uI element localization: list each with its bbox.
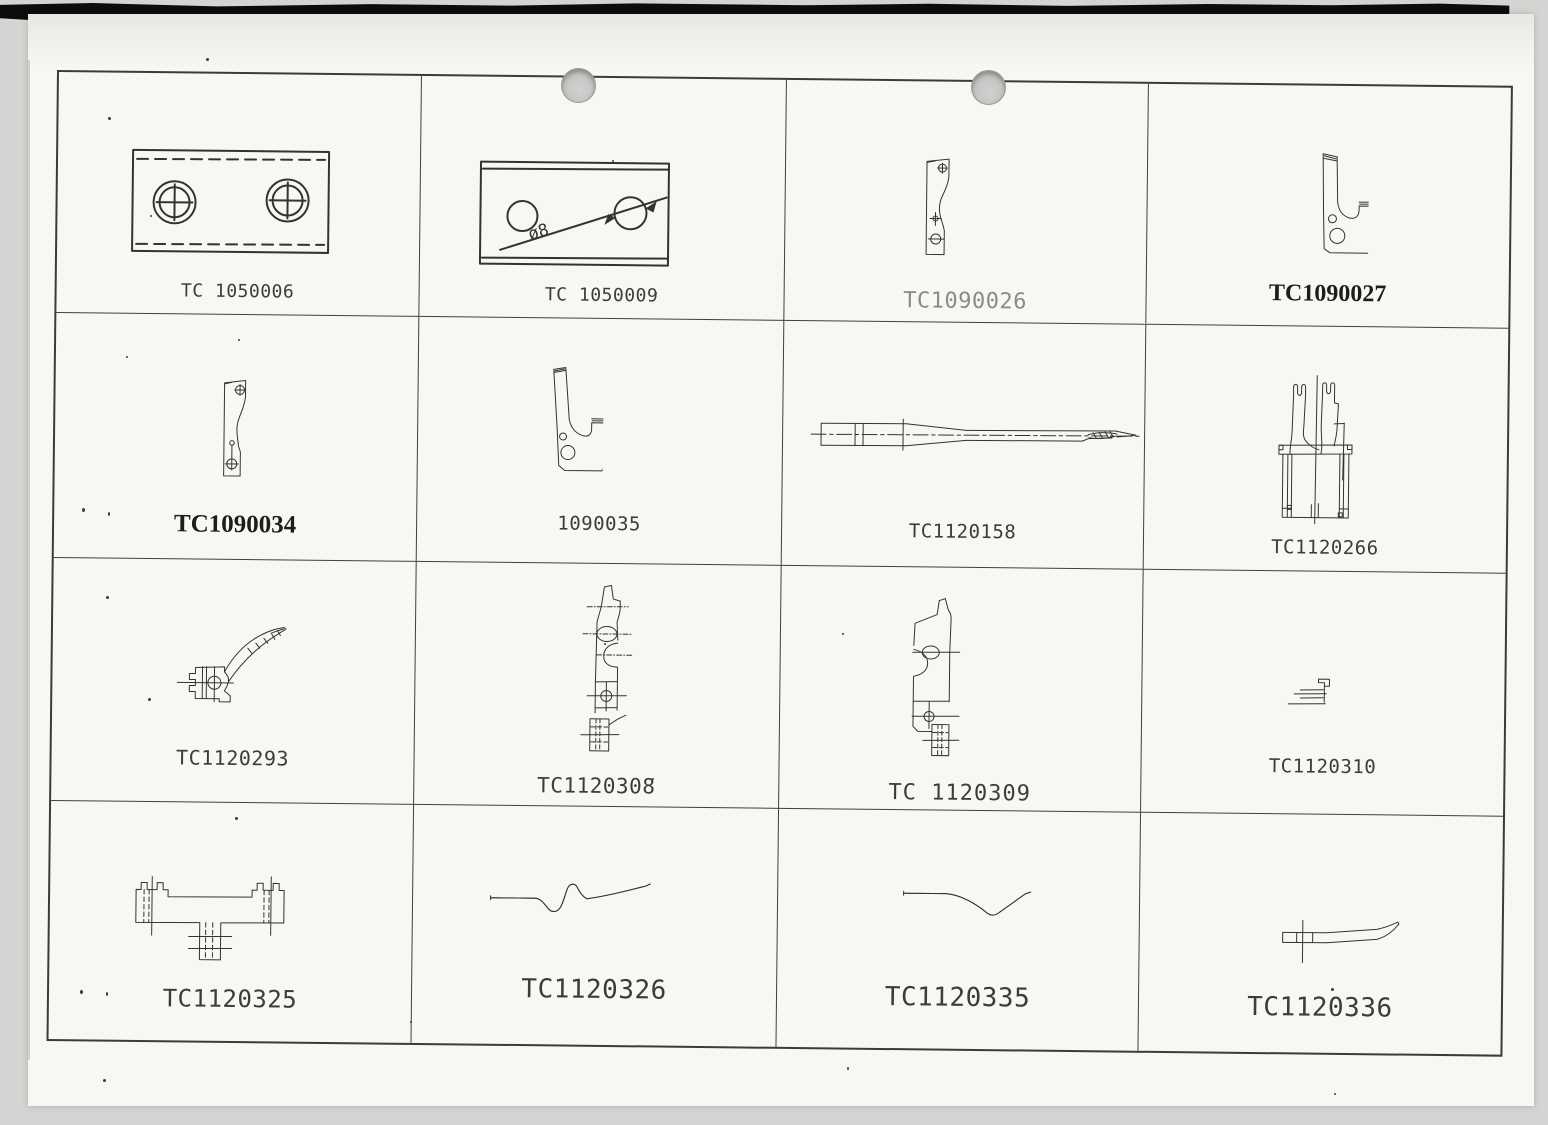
page-fold-line [27, 60, 30, 1060]
knife-blade-mirror-drawing [223, 380, 247, 477]
part-cell-tc1120325: TC1120325 [48, 800, 415, 1043]
part-cell-1090035: 1090035 [416, 316, 785, 566]
feed-lever-mirror-drawing [911, 598, 961, 757]
part-cell-tc1120158: TC1120158 [781, 320, 1147, 570]
part-number-label: TC1120293 [176, 745, 290, 771]
punch-hole-right [971, 70, 1006, 105]
part-cell-tc1120308: TC1120308 [414, 561, 782, 809]
clamp-plate-drawing [131, 148, 331, 254]
part-cell-tc1120309: TC 1120309 [779, 565, 1144, 813]
part-number-label: TC1120308 [537, 773, 656, 799]
part-cell-tc1090026: TC1090026 [784, 79, 1149, 325]
curved-blade-drawing [1282, 920, 1400, 964]
curved-looper-drawing [176, 626, 287, 703]
machine-needle-drawing [810, 418, 1140, 451]
plate-two-holes-drawing: ø8 [478, 160, 671, 267]
part-cell-tc1120336: TC1120336 [1138, 813, 1503, 1055]
looper-hook-thin-drawing [553, 367, 604, 472]
stepped-guide-drawing [1287, 678, 1330, 705]
part-cell-tc1120335: TC1120335 [776, 808, 1142, 1051]
part-number-label: TC1120266 [1271, 536, 1379, 560]
part-cell-tc1050006: TC 1050006 [56, 72, 422, 317]
looper-hook-drawing [1322, 153, 1370, 254]
paper-sheet [28, 14, 1534, 1106]
part-cell-tc1090027: TC1090027 [1146, 83, 1511, 329]
part-number-label: TC1090027 [1268, 280, 1387, 308]
parts-table: TC 1050006 ø8 TC 1050009 [46, 70, 1513, 1057]
part-number-label: TC1120326 [521, 974, 667, 1006]
part-number-label: TC 1050006 [180, 280, 295, 303]
part-number-label: TC1120158 [908, 520, 1017, 544]
diameter-annotation: ø8 [526, 220, 551, 245]
part-cell-tc1120266: TC1120266 [1143, 324, 1509, 574]
flat-spring-drawing [903, 890, 1032, 916]
forked-bracket-drawing [1278, 375, 1353, 525]
part-cell-tc1120310: TC1120310 [1141, 569, 1506, 817]
part-cell-tc1120326: TC1120326 [411, 804, 780, 1047]
part-cell-tc1050009: ø8 TC 1050009 [419, 75, 787, 321]
part-number-label: TC1120335 [884, 982, 1031, 1014]
part-number-label: TC 1120309 [888, 780, 1032, 807]
punch-hole-left [561, 68, 596, 103]
part-number-label: TC1120336 [1247, 991, 1393, 1024]
part-cell-tc1090034: TC1090034 [53, 313, 420, 562]
part-number-label: TC1090026 [903, 288, 1028, 315]
knife-blade-drawing [925, 158, 950, 256]
part-number-label: 1090035 [557, 512, 642, 536]
part-number-label: TC1120310 [1268, 755, 1377, 779]
part-number-label: TC 1050009 [544, 284, 659, 307]
wire-spring-drawing [490, 883, 651, 912]
part-cell-tc1120293: TC1120293 [51, 557, 417, 805]
part-number-label: TC1120325 [162, 984, 298, 1014]
tee-bracket-drawing [135, 876, 285, 961]
feed-lever-drawing [580, 585, 634, 752]
